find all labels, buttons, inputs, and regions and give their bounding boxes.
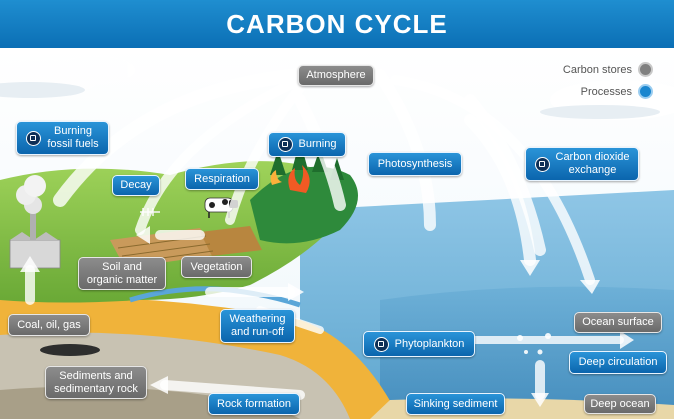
- store-ocean-surface[interactable]: Ocean surface: [574, 312, 662, 333]
- store-atmosphere-label: Atmosphere: [306, 69, 366, 81]
- process-burning-fossil-label: Burning fossil fuels: [47, 125, 99, 150]
- fire: [270, 165, 310, 193]
- process-respiration[interactable]: Respiration: [185, 168, 259, 190]
- process-decay-label: Decay: [120, 179, 152, 191]
- process-burning[interactable]: Burning: [268, 132, 346, 157]
- camera-icon: [277, 137, 293, 152]
- process-photosynthesis-label: Photosynthesis: [377, 157, 453, 170]
- header-bar: [0, 0, 674, 48]
- store-vegetation-label: Vegetation: [190, 260, 243, 273]
- store-coal-label: Coal, oil, gas: [17, 318, 81, 331]
- legend-stores-label: Carbon stores: [562, 64, 632, 76]
- store-soil-organic-matter[interactable]: Soil and organic matter: [78, 257, 166, 290]
- process-deep-circulation[interactable]: Deep circulation: [569, 351, 667, 374]
- process-co2-exchange[interactable]: Carbon dioxide exchange: [525, 147, 639, 181]
- cloud-shadows: [0, 82, 660, 119]
- factory: [9, 175, 61, 269]
- store-coal-oil-gas[interactable]: Coal, oil, gas: [8, 314, 90, 336]
- coal-deposit: [40, 344, 100, 356]
- legend-processes-label: Processes: [580, 86, 632, 98]
- store-deep-ocean-label: Deep ocean: [590, 397, 650, 410]
- process-sinking-sediment-label: Sinking sediment: [413, 397, 498, 410]
- process-phytoplankton-label: Phytoplankton: [394, 337, 465, 350]
- process-rock-formation[interactable]: Rock formation: [208, 393, 300, 415]
- process-deep-circulation-label: Deep circulation: [578, 356, 658, 368]
- process-sinking-sediment[interactable]: Sinking sediment: [406, 393, 505, 415]
- process-photosynthesis[interactable]: Photosynthesis: [368, 152, 462, 176]
- flow-arrows: [25, 68, 624, 400]
- camera-icon: [373, 336, 389, 352]
- farm-field-crops: [200, 226, 262, 256]
- landscape-illustration: [0, 48, 674, 419]
- store-ocean-surface-label: Ocean surface: [582, 316, 654, 328]
- process-decay[interactable]: Decay: [112, 175, 160, 196]
- camera-icon: [534, 156, 550, 172]
- process-phytoplankton[interactable]: Phytoplankton: [363, 331, 475, 357]
- store-vegetation[interactable]: Vegetation: [181, 256, 252, 278]
- process-weathering-runoff[interactable]: Weathering and run-off: [220, 309, 295, 343]
- process-burning-fossil-fuels[interactable]: Burning fossil fuels: [16, 121, 109, 155]
- store-atmosphere[interactable]: Atmosphere: [298, 65, 374, 86]
- store-deep-ocean[interactable]: Deep ocean: [584, 394, 656, 414]
- page-title: CARBON CYCLE: [226, 9, 448, 39]
- store-sediments-rock[interactable]: Sediments and sedimentary rock: [45, 366, 147, 399]
- camera-icon: [26, 130, 42, 146]
- process-respiration-label: Respiration: [194, 172, 250, 185]
- process-weathering-label: Weathering and run-off: [229, 313, 286, 338]
- legend-stores-swatch: [638, 62, 653, 77]
- process-co2-exchange-label: Carbon dioxide exchange: [555, 151, 630, 176]
- store-soil-label: Soil and organic matter: [86, 260, 158, 286]
- store-sediments-label: Sediments and sedimentary rock: [54, 369, 138, 395]
- legend-processes-swatch: [638, 84, 653, 99]
- process-burning-label: Burning: [298, 138, 337, 150]
- process-rock-formation-label: Rock formation: [217, 397, 291, 410]
